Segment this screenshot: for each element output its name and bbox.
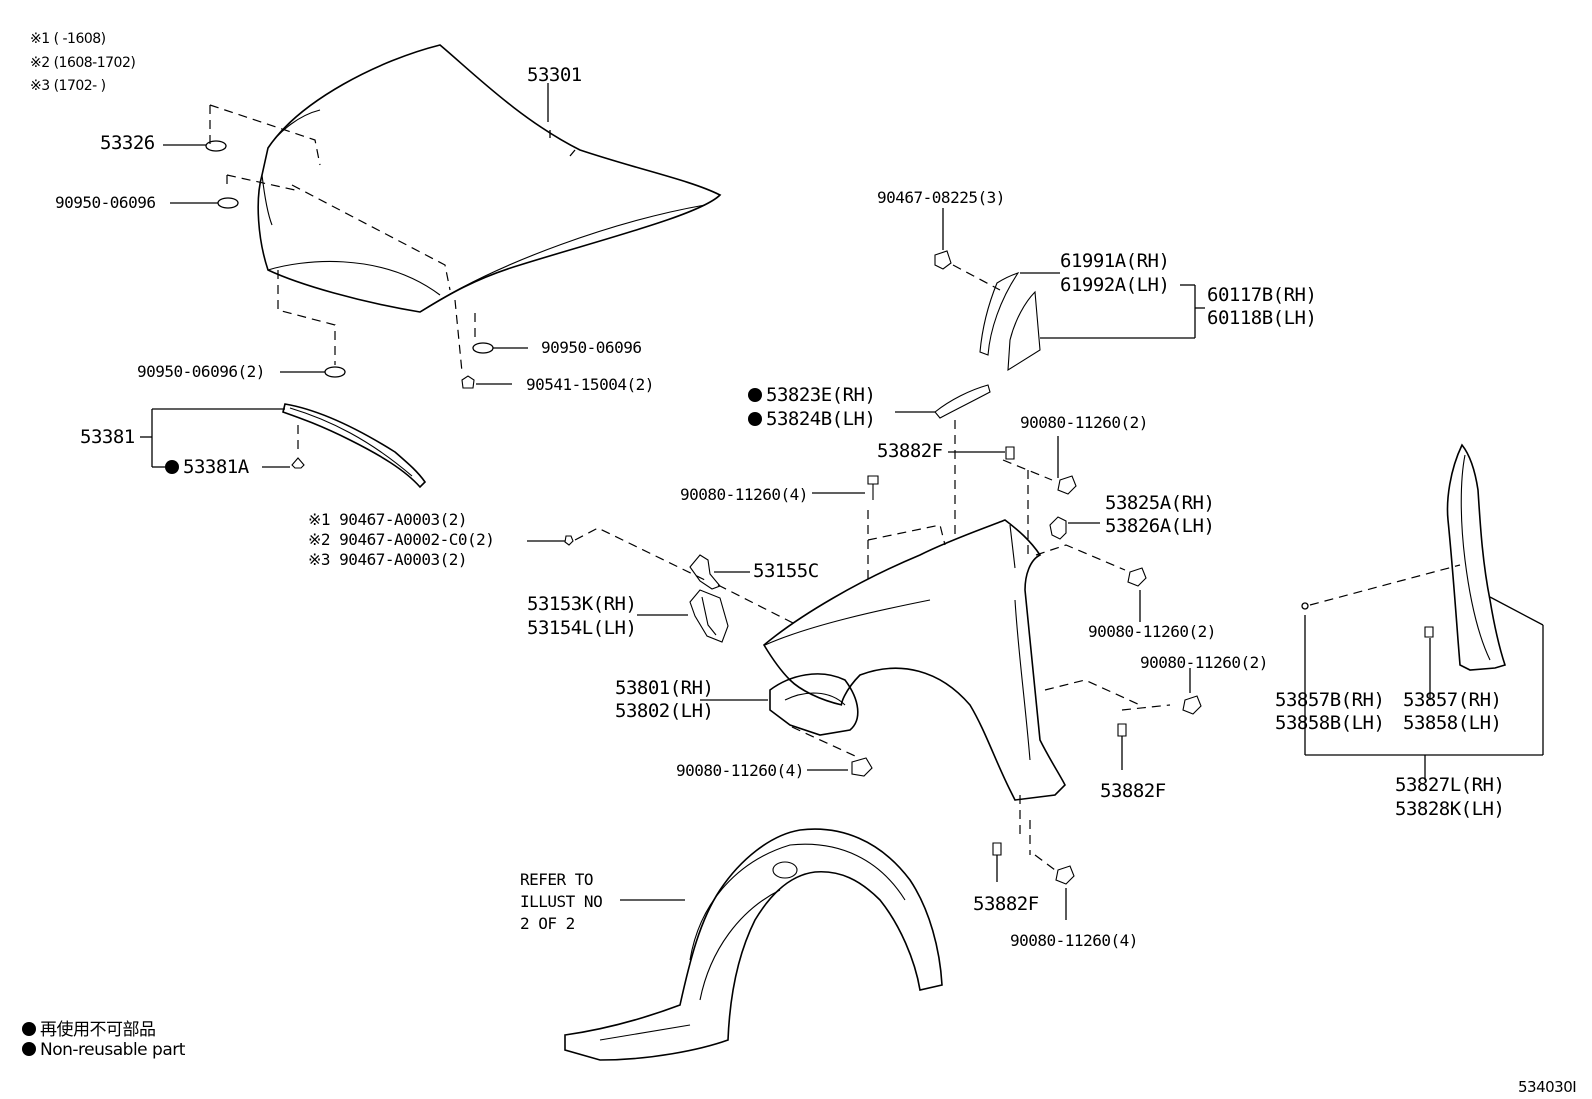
- part-53823E-text: 53823E(RH): [766, 384, 876, 406]
- part-53858B: 53858B(LH): [1275, 712, 1385, 734]
- part-53824B: 53824B(LH): [748, 408, 876, 430]
- hood-seal-drawing: [282, 403, 427, 489]
- part-90080-f: 90080-11260(4): [1010, 931, 1138, 950]
- note-3: ※3 (1702- ): [30, 78, 106, 94]
- part-61991A: 61991A(RH): [1060, 250, 1170, 272]
- legend-en-text: Non-reusable part: [40, 1040, 185, 1060]
- non-reusable-dot-icon: [22, 1042, 36, 1056]
- part-53381A: 53381A: [165, 456, 249, 478]
- part-60117B: 60117B(RH): [1207, 284, 1317, 306]
- legend-jp-text: 再使用不可部品: [40, 1020, 156, 1040]
- part-90950-b: 90950-06096(2): [137, 362, 265, 381]
- part-53858: 53858(LH): [1403, 712, 1502, 734]
- part-90467-08225: 90467-08225(3): [877, 188, 1005, 207]
- non-reusable-dot-icon: [748, 388, 762, 402]
- part-53882F-a: 53882F: [877, 440, 943, 462]
- part-53824B-text: 53824B(LH): [766, 408, 876, 430]
- part-90950-a: 90950-06096: [55, 193, 156, 212]
- part-53802: 53802(LH): [615, 700, 714, 722]
- non-reusable-dot-icon: [22, 1022, 36, 1036]
- hood-drawing: [257, 44, 722, 313]
- part-90080-a: 90080-11260(2): [1020, 413, 1148, 432]
- part-53882F-b: 53882F: [1100, 780, 1166, 802]
- part-90080-c: 90080-11260(2): [1088, 622, 1216, 641]
- part-53801: 53801(RH): [615, 677, 714, 699]
- part-53381A-text: 53381A: [183, 456, 249, 478]
- refer-line-1: REFER TO: [520, 870, 594, 889]
- part-53828K: 53828K(LH): [1395, 798, 1505, 820]
- part-90467-n3: ※3 90467-A0003(2): [308, 550, 468, 569]
- part-90541: 90541-15004(2): [526, 375, 654, 394]
- note-2: ※2 (1608-1702): [30, 55, 136, 71]
- part-90080-d: 90080-11260(2): [1140, 653, 1268, 672]
- part-53301: 53301: [527, 64, 582, 86]
- part-90467-n1: ※1 90467-A0003(2): [308, 510, 468, 529]
- non-reusable-dot-icon: [165, 460, 179, 474]
- part-53155C: 53155C: [753, 560, 819, 582]
- part-53381: 53381: [80, 426, 135, 448]
- non-reusable-dot-icon: [748, 412, 762, 426]
- part-53882F-c: 53882F: [973, 893, 1039, 915]
- part-53827L: 53827L(RH): [1395, 774, 1505, 796]
- part-53154L: 53154L(LH): [527, 617, 637, 639]
- part-53825A: 53825A(RH): [1105, 492, 1215, 514]
- liner-drawing: [769, 673, 859, 736]
- illustration-id: 534030I: [1518, 1078, 1577, 1096]
- refer-line-3: 2 OF 2: [520, 914, 575, 933]
- right-bracket-drawing: [1446, 443, 1507, 671]
- part-60118B: 60118B(LH): [1207, 307, 1317, 329]
- note-1: ※1 ( -1608): [30, 31, 106, 47]
- part-90467-n2: ※2 90467-A0002-C0(2): [308, 530, 495, 549]
- part-61992A: 61992A(LH): [1060, 274, 1170, 296]
- part-53857B: 53857B(RH): [1275, 689, 1385, 711]
- part-90080-e: 90080-11260(4): [676, 761, 804, 780]
- legend-en: Non-reusable part: [22, 1040, 185, 1060]
- part-53826A: 53826A(LH): [1105, 515, 1215, 537]
- legend-jp: 再使用不可部品: [22, 1015, 156, 1040]
- part-53153K: 53153K(RH): [527, 593, 637, 615]
- part-53857: 53857(RH): [1403, 689, 1502, 711]
- part-53823E: 53823E(RH): [748, 384, 876, 406]
- fender-drawing: [762, 519, 1066, 801]
- part-90950-c: 90950-06096: [541, 338, 642, 357]
- wheel-liner-drawing: [564, 828, 943, 1061]
- part-90080-b: 90080-11260(4): [680, 485, 808, 504]
- refer-line-2: ILLUST NO: [520, 892, 603, 911]
- part-53326: 53326: [100, 132, 155, 154]
